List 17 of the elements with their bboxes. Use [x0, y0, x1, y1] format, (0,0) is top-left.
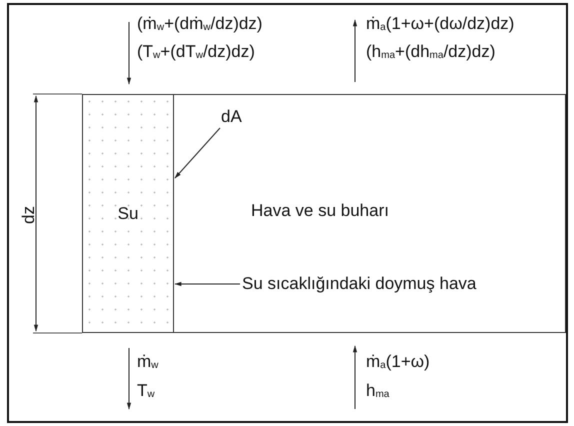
region-label: Su: [118, 204, 138, 224]
callout-label: dA: [221, 107, 242, 127]
dimension-label: dz: [18, 206, 39, 224]
leader-line: [174, 128, 220, 179]
region-label: Hava ve su buharı: [251, 201, 389, 221]
flow-label: ṁ$_{w}$: [137, 352, 158, 373]
flow-label: ṁ$_{a}$(1+ω): [366, 352, 430, 373]
callout-label: Su sıcaklığındaki doymuş hava: [242, 274, 476, 294]
air-region: [174, 94, 566, 333]
flow-label: ṁ$_{a}$(1+ω+(dω/dz)dz): [366, 14, 514, 35]
flow-label: (T$_{w}$+(dT$_{w}$/dz)dz): [137, 42, 255, 63]
flow-label: h$_{ma}$: [366, 381, 390, 402]
flow-label: T$_{w}$: [137, 381, 155, 402]
flow-label: (h$_{ma}$+(dh$_{ma}$/dz)dz): [366, 42, 496, 63]
leader-line: [174, 282, 240, 286]
water-region: [82, 94, 174, 333]
flow-label: (ṁ$_{w}$+(dṁ$_{w}$/dz)dz): [137, 14, 262, 35]
